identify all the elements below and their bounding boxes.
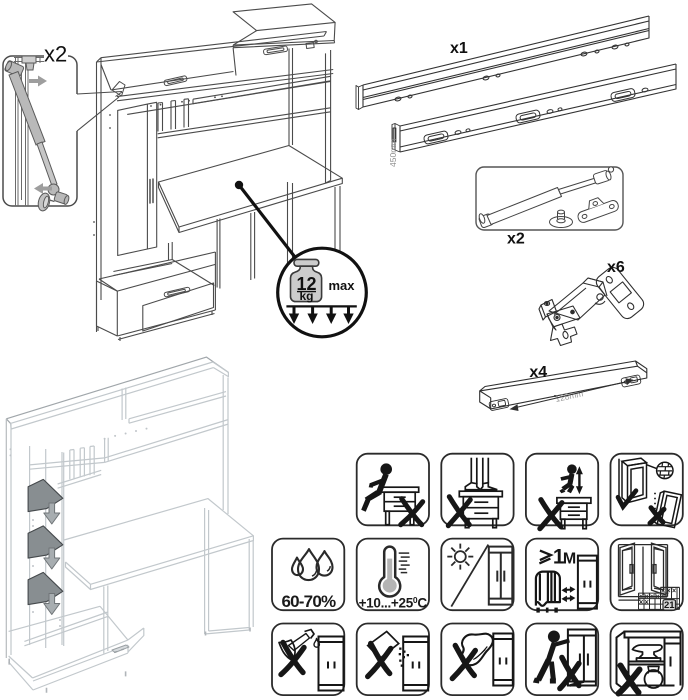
svg-text:21: 21 [664, 600, 675, 611]
svg-text:M: M [563, 551, 576, 568]
svg-text:450mm: 450mm [388, 139, 398, 167]
svg-text:x6: x6 [607, 259, 625, 276]
svg-text:x4: x4 [529, 364, 547, 381]
svg-text:x2: x2 [507, 231, 525, 248]
svg-text:x2: x2 [44, 42, 67, 67]
svg-text:kg: kg [299, 289, 313, 303]
svg-text:+10...+250C: +10...+250C [359, 595, 428, 611]
svg-text:60-70%: 60-70% [282, 592, 336, 611]
svg-text:x1: x1 [450, 40, 468, 57]
svg-text:max: max [329, 278, 356, 293]
svg-text:12: 12 [296, 274, 316, 294]
svg-text:128mm: 128mm [554, 388, 584, 404]
svg-text:1: 1 [553, 546, 565, 569]
